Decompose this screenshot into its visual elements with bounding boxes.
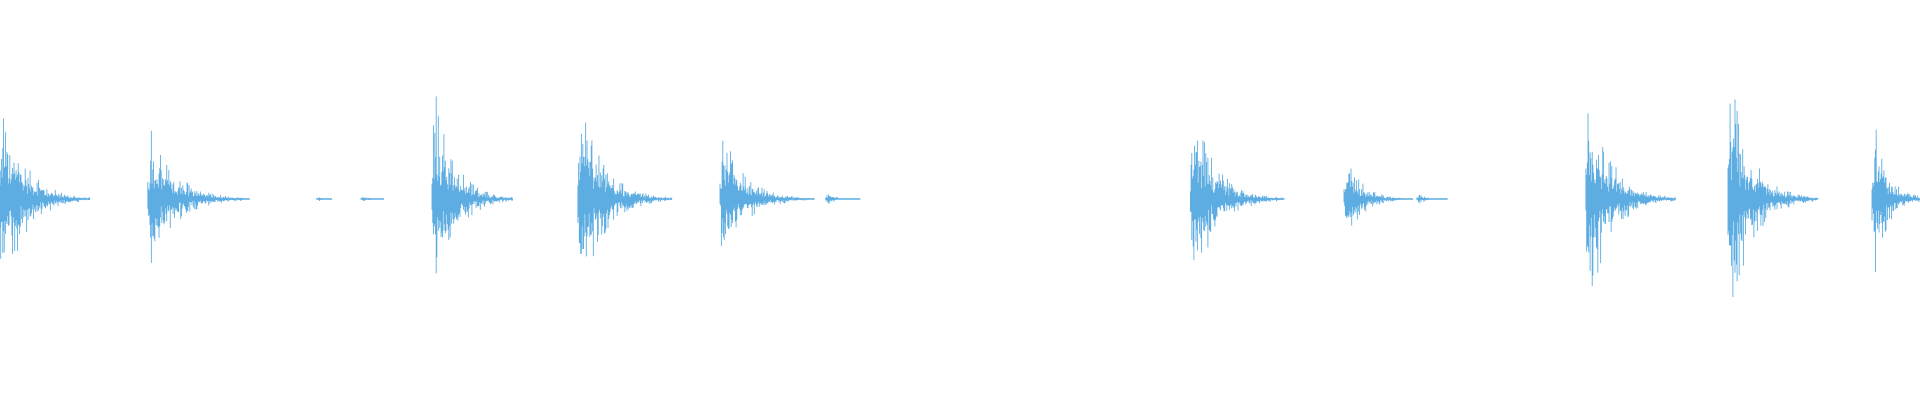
waveform-hits [0, 96, 1920, 298]
waveform-burst [1416, 194, 1448, 204]
waveform-burst [1727, 99, 1819, 298]
waveform-hit [1585, 113, 1677, 287]
waveform-burst [0, 118, 91, 259]
waveform-burst [577, 122, 673, 257]
waveform-burst [360, 197, 384, 201]
waveform-burst [1871, 129, 1920, 272]
waveform-hit [1343, 168, 1414, 226]
waveform-burst [1585, 113, 1677, 287]
waveform-hit [431, 96, 513, 274]
waveform-hit [0, 118, 91, 259]
waveform-hit [316, 197, 333, 202]
waveform-burst [431, 96, 513, 274]
waveform-hit [1727, 99, 1819, 298]
waveform-hit [1189, 140, 1285, 261]
waveform-hit [360, 197, 384, 201]
waveform-hit [825, 194, 861, 204]
waveform-burst [825, 194, 861, 204]
waveform-burst [1343, 168, 1414, 226]
waveform-burst [316, 197, 333, 202]
waveform-burst [147, 130, 250, 263]
waveform-hit [719, 140, 815, 246]
waveform-hit [577, 122, 673, 257]
waveform-burst [719, 140, 815, 246]
waveform-hit [1871, 129, 1920, 272]
waveform-hit [147, 130, 250, 263]
waveform-hit [1416, 194, 1448, 204]
waveform-burst [1189, 140, 1285, 261]
